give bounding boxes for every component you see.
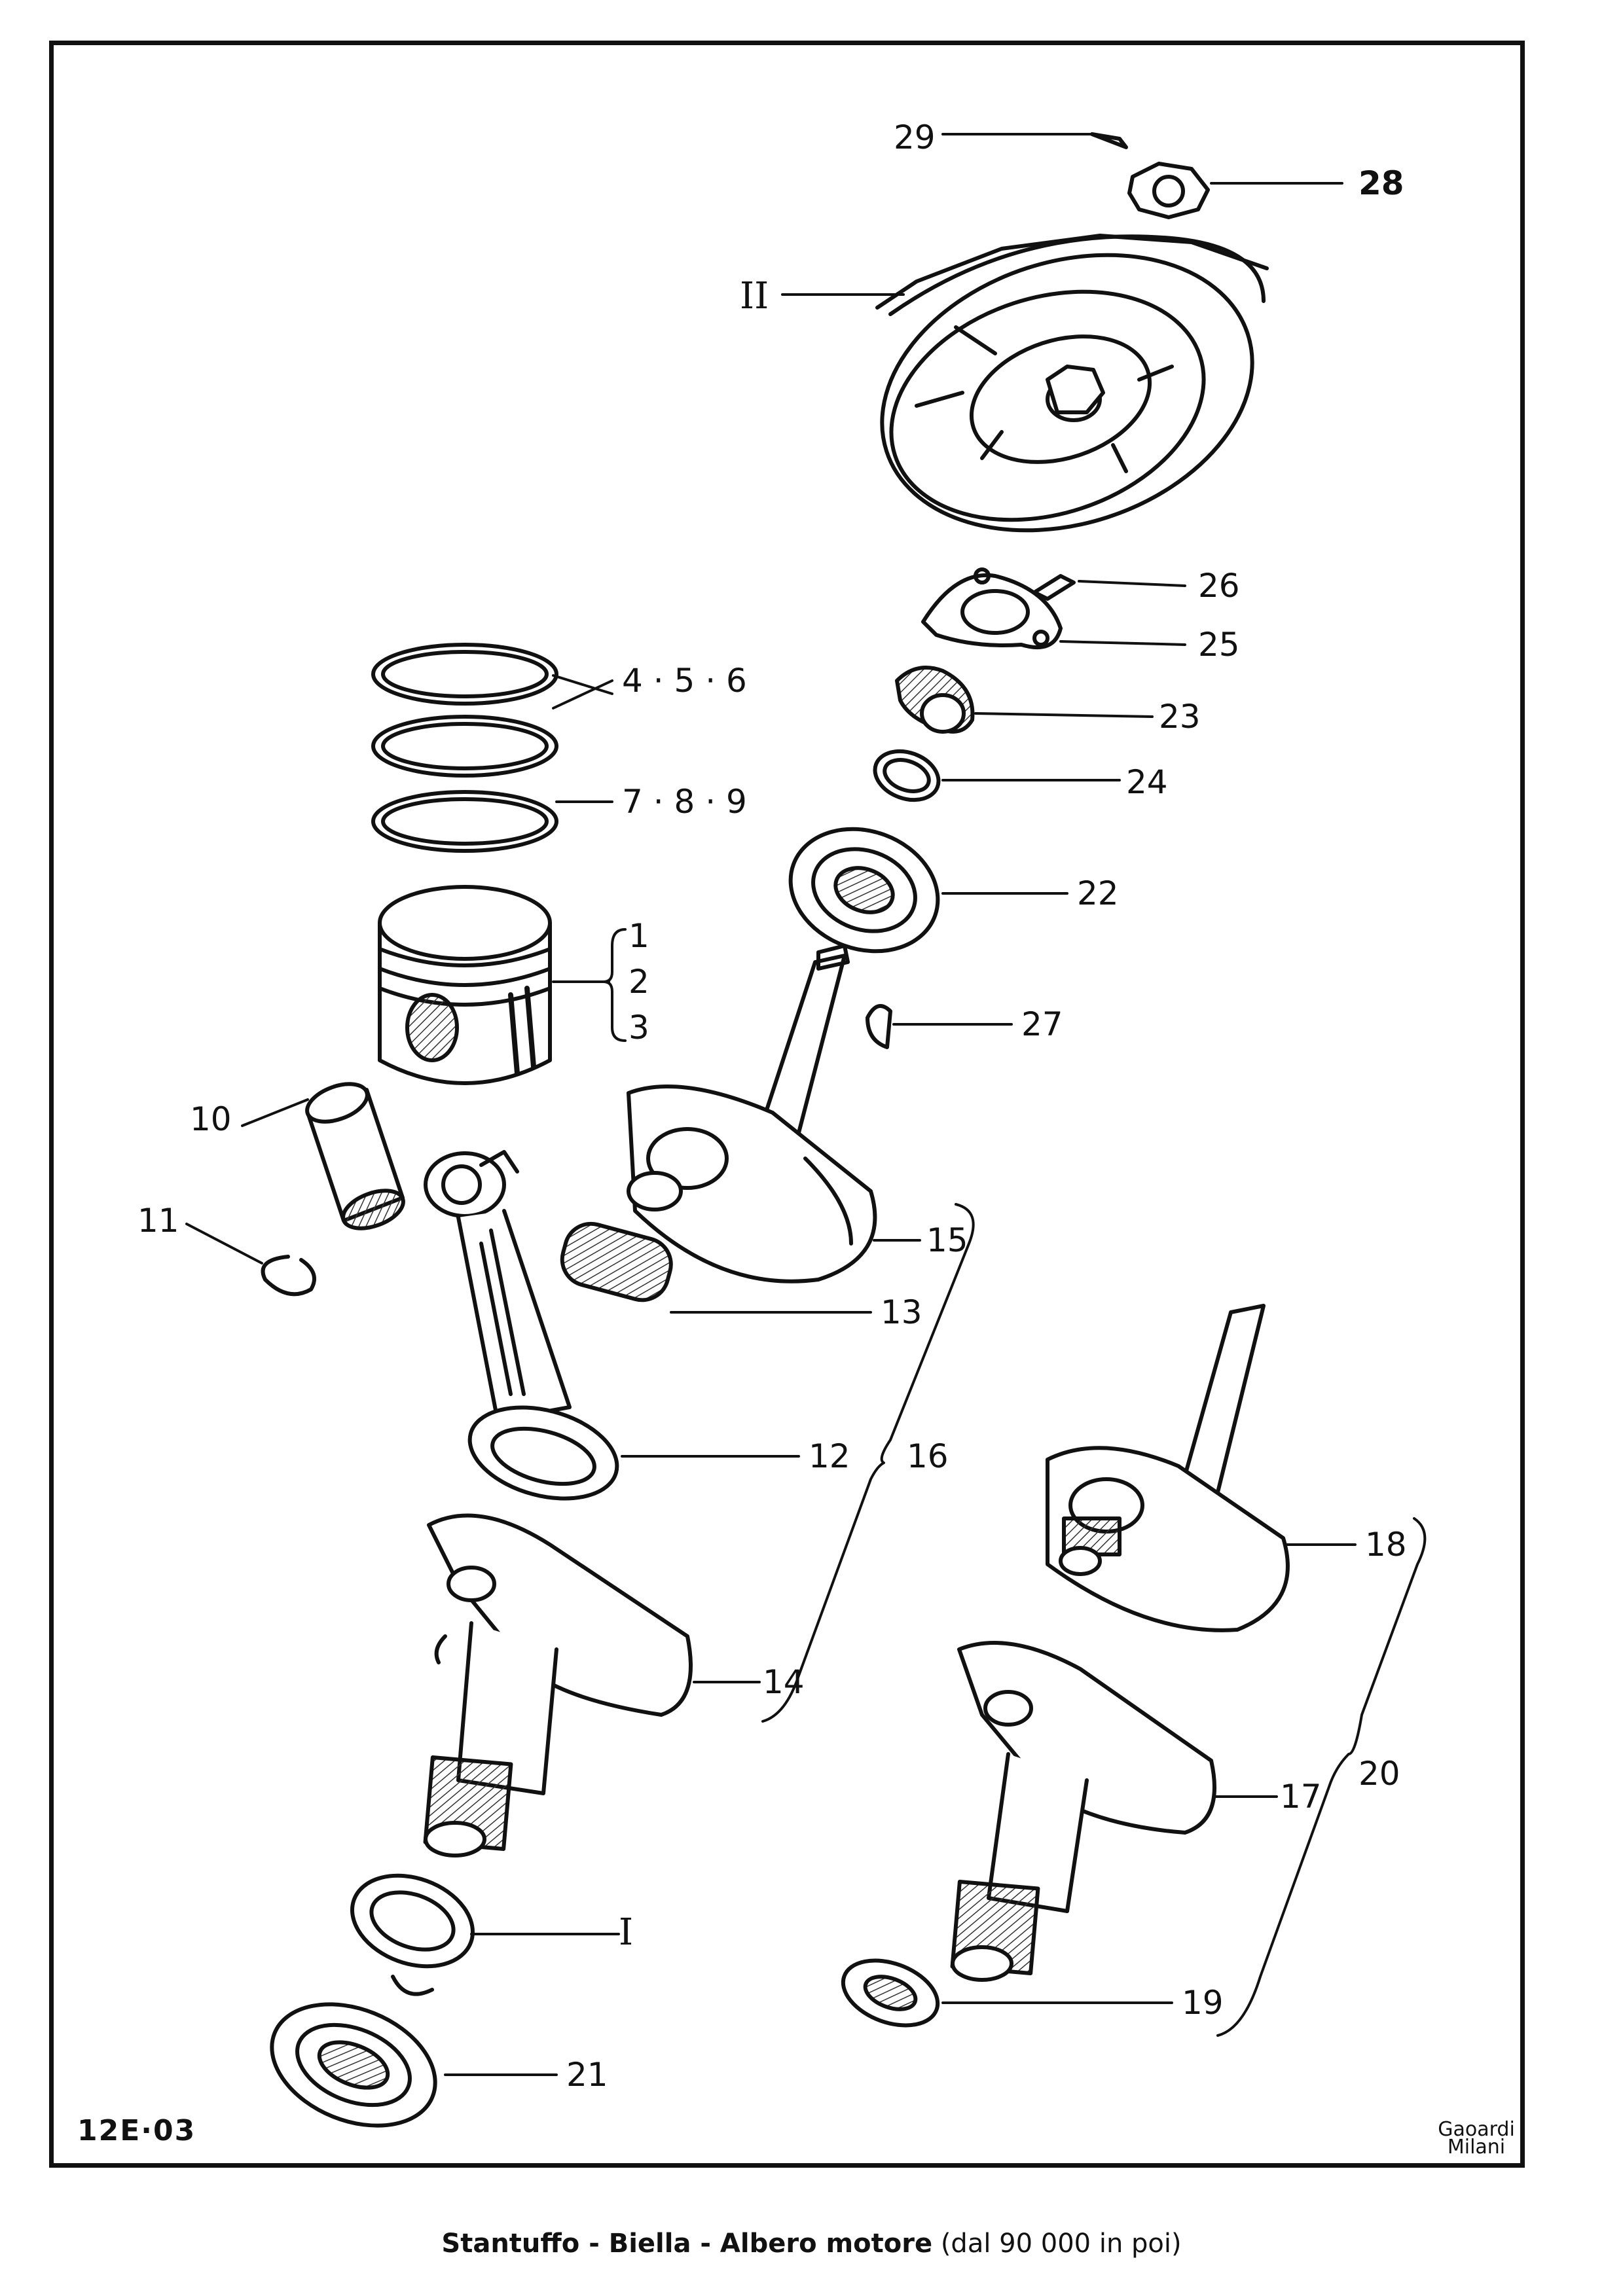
circlip xyxy=(185,1223,316,1297)
label-14: 14 xyxy=(763,1663,805,1701)
piston xyxy=(378,885,627,1085)
label-17: 17 xyxy=(1280,1778,1322,1816)
castle-nut xyxy=(1127,162,1343,219)
flywheel xyxy=(781,234,1269,533)
label-15: 15 xyxy=(926,1221,968,1259)
oil-seal-ring xyxy=(350,1873,620,1996)
label-2: 2 xyxy=(629,963,649,1001)
label-18: 18 xyxy=(1365,1526,1407,1564)
split-pin xyxy=(941,132,1128,149)
label-29: 29 xyxy=(894,118,936,156)
crank-half-lower-alt xyxy=(950,1641,1278,1982)
label-26: 26 xyxy=(1198,567,1240,605)
caption-title: Stantuffo - Biella - Albero motore xyxy=(441,2229,933,2259)
label-1: 1 xyxy=(629,917,649,955)
crank-half-upper-alt xyxy=(1046,1304,1357,1632)
connecting-rod xyxy=(424,1150,800,1501)
label-7-8-9: 7 · 8 · 9 xyxy=(622,783,747,821)
ball-bearing-upper xyxy=(788,827,1068,954)
drawing-frame xyxy=(49,41,1525,2168)
label-3: 3 xyxy=(629,1009,649,1047)
label-13: 13 xyxy=(881,1293,922,1331)
label-11: 11 xyxy=(137,1202,179,1240)
label-12: 12 xyxy=(809,1437,850,1475)
label-23: 23 xyxy=(1159,698,1201,736)
crank-half-upper xyxy=(627,944,921,1283)
needle-roller-cage xyxy=(560,1221,872,1314)
label-27: 27 xyxy=(1021,1005,1063,1043)
crank-half-lower xyxy=(423,1513,761,1857)
lock-nut xyxy=(841,1958,1173,2028)
caption-note: (dal 90 000 in poi) xyxy=(940,2229,1182,2259)
figure-caption: Stantuffo - Biella - Albero motore (dal … xyxy=(0,2229,1623,2259)
label-19: 19 xyxy=(1182,1984,1224,2022)
washer xyxy=(873,749,1121,802)
label-22: 22 xyxy=(1077,874,1119,912)
label-25: 25 xyxy=(1198,626,1240,664)
brace-20 xyxy=(1216,1517,1427,2037)
brace-16 xyxy=(761,1203,975,1723)
piston-pin xyxy=(241,1082,405,1230)
label-24: 24 xyxy=(1126,763,1168,801)
artist-signature: Gaoardi Milani xyxy=(1438,2118,1515,2159)
label-10: 10 xyxy=(190,1100,232,1138)
drawing-code: 12E·03 xyxy=(77,2114,196,2147)
label-20: 20 xyxy=(1359,1755,1400,1793)
label-28: 28 xyxy=(1359,164,1404,202)
bearing-flange xyxy=(921,567,1186,650)
ball-bearing-lower xyxy=(270,2002,558,2128)
label-I: I xyxy=(619,1911,634,1954)
woodruff-key xyxy=(866,1004,1013,1049)
screw xyxy=(1032,574,1186,601)
label-16: 16 xyxy=(907,1437,949,1475)
piston-rings xyxy=(371,643,613,853)
label-4-5-6: 4 · 5 · 6 xyxy=(622,662,747,700)
label-21: 21 xyxy=(566,2056,608,2094)
label-II: II xyxy=(740,275,769,317)
felt-seal xyxy=(895,666,1154,734)
